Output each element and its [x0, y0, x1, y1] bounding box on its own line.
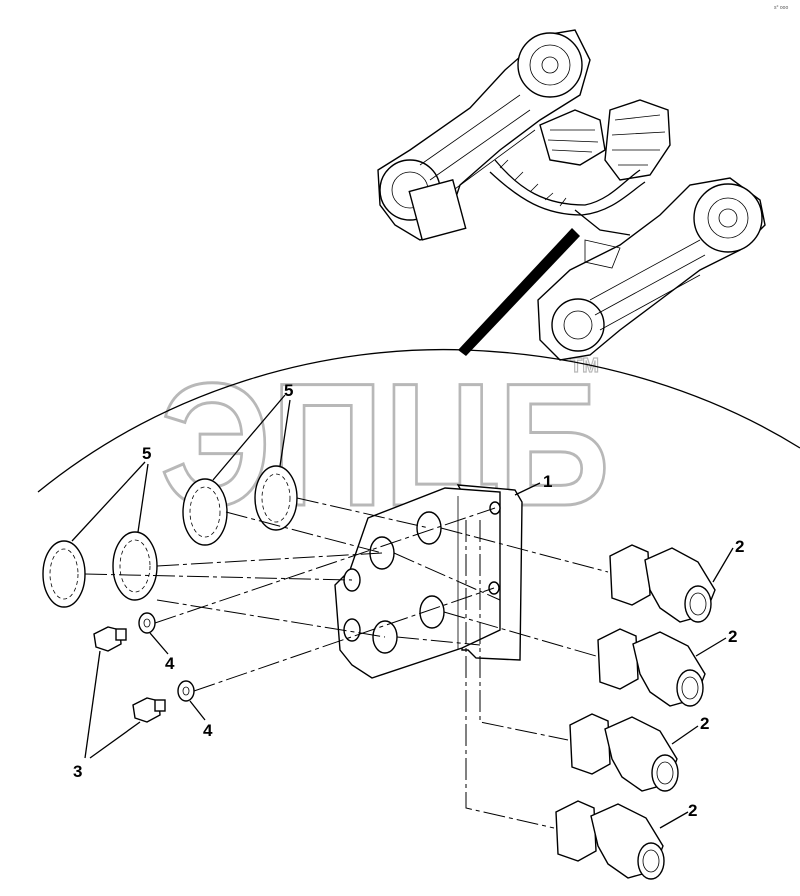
bolt-upper — [93, 626, 127, 652]
washer-upper — [138, 612, 156, 634]
callout-bracket: 1 — [543, 472, 552, 491]
watermark-tm: TM — [570, 355, 599, 377]
elbow-fitting-3 — [569, 713, 679, 792]
elbow-fitting-2 — [597, 628, 706, 707]
sealing-ring-group-lower — [42, 531, 158, 608]
detail-boundary-arc — [37, 348, 800, 493]
callout-fitting-4: 2 — [688, 801, 697, 820]
callout-fitting-1: 2 — [735, 537, 744, 556]
machine-overview-illustration — [377, 29, 766, 361]
callouts: 1 2 2 2 2 3 4 4 5 5 — [73, 381, 744, 820]
callout-fitting-3: 2 — [700, 714, 709, 733]
leader-lines — [71, 394, 734, 829]
sealing-ring-group-upper — [182, 465, 298, 546]
assembly-lines — [84, 497, 609, 829]
elbow-fitting-1 — [609, 544, 716, 623]
callout-rings-lower: 5 — [142, 444, 151, 463]
callout-washer-lower: 4 — [203, 721, 213, 740]
callout-washer-upper: 4 — [165, 654, 175, 673]
washer-lower — [177, 680, 195, 702]
mounting-bracket — [334, 484, 523, 679]
callout-fitting-2: 2 — [728, 627, 737, 646]
detail-pointer — [458, 228, 580, 356]
callout-rings-upper: 5 — [284, 381, 293, 400]
elbow-fitting-4 — [555, 800, 665, 880]
corner-mark: s° ooo — [774, 5, 788, 11]
bolt-lower — [132, 697, 166, 723]
callout-bolts: 3 — [73, 762, 82, 781]
